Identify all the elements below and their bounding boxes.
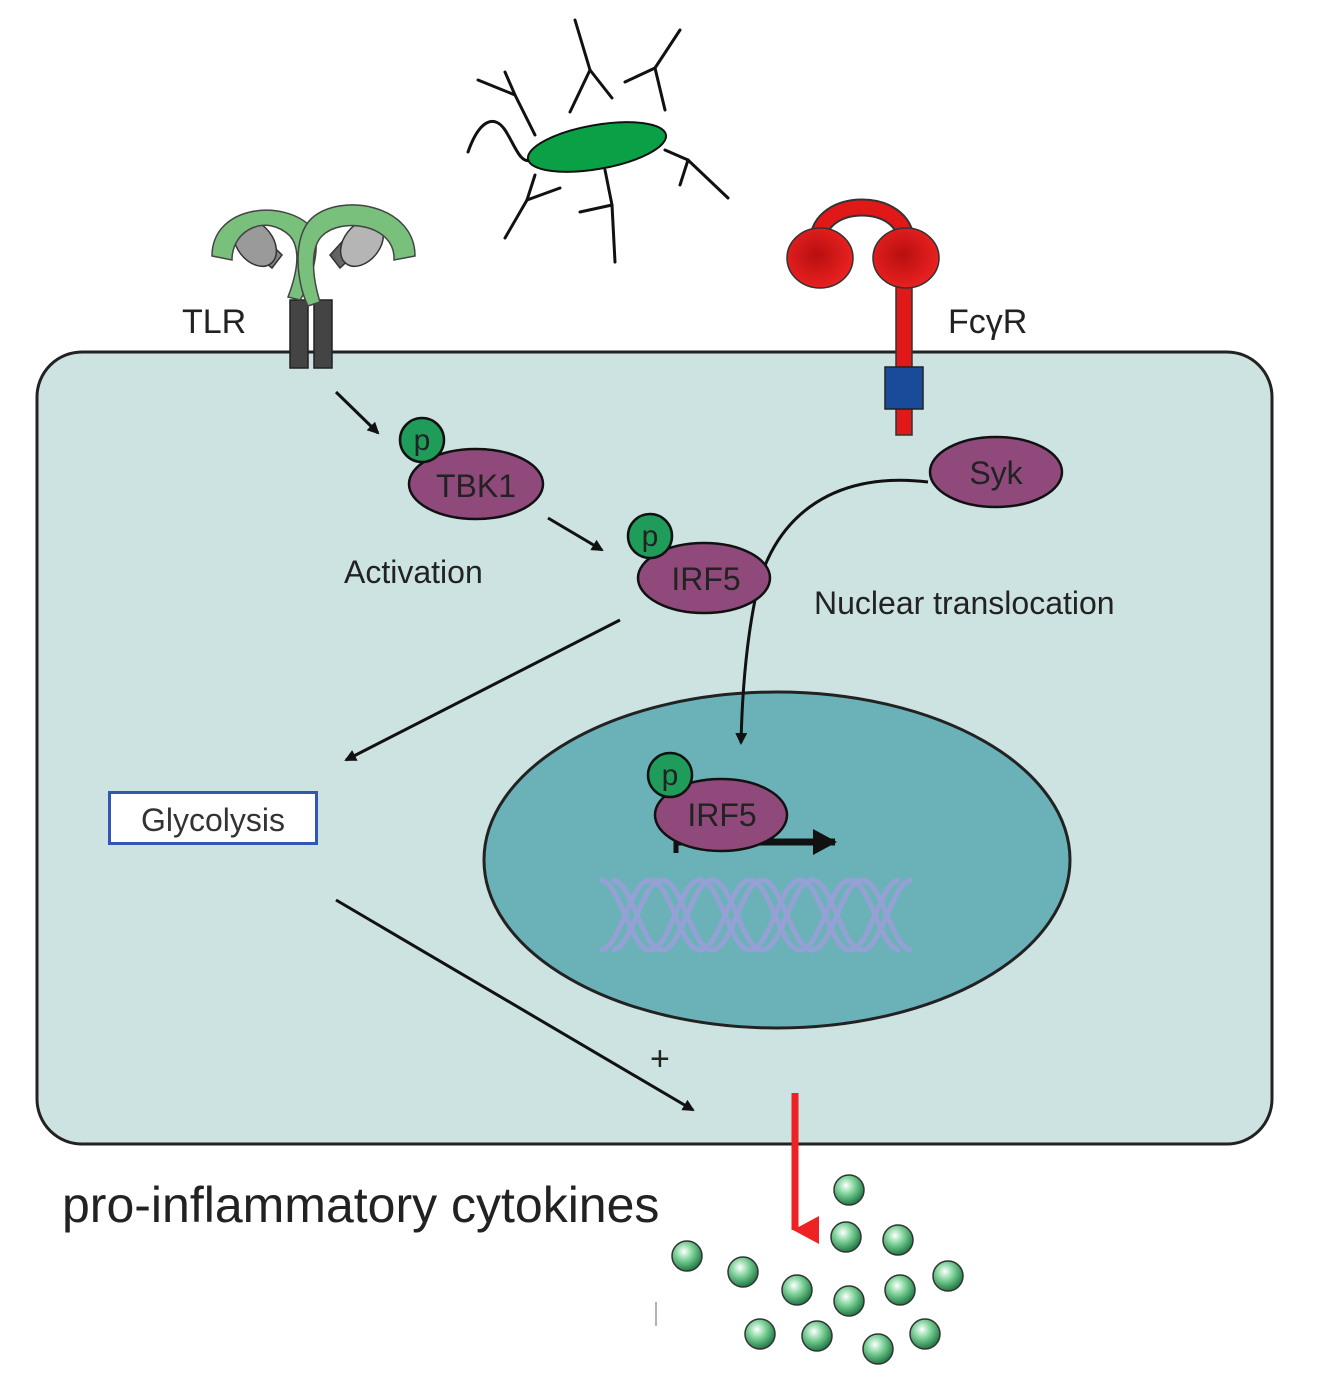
dna-helix-icon xyxy=(599,877,913,953)
tlr-label: TLR xyxy=(182,303,246,341)
tbk1-protein xyxy=(407,447,545,521)
activation-label: Activation xyxy=(344,554,483,590)
cytokine-particle-icon xyxy=(884,1274,916,1306)
cytokines-label: pro-inflammatory cytokines xyxy=(62,1177,659,1233)
cytokine-particle-icon xyxy=(830,1221,862,1253)
cytokine-particle-icon xyxy=(909,1318,941,1350)
cytokine-particle-icon xyxy=(882,1224,914,1256)
p-label-tbk1: p xyxy=(414,424,431,457)
phospho-group-tbk1 xyxy=(398,416,446,464)
cytokine-particle-icon xyxy=(833,1174,865,1206)
nuclear-translocation-label: Nuclear translocation xyxy=(814,585,1115,621)
fcgr-label: FcγR xyxy=(948,303,1027,341)
cytokine-particle-icon xyxy=(801,1320,833,1352)
nucleus xyxy=(482,690,1072,1030)
cytokine-particle-icon xyxy=(727,1256,759,1288)
irf5-nuclear-protein xyxy=(653,777,789,853)
plus-label: + xyxy=(650,1040,670,1078)
phospho-group-irf5-cyto xyxy=(626,512,674,560)
irf5-nuc-label: IRF5 xyxy=(687,797,756,833)
arrow-tlr-to-tbk1 xyxy=(334,390,380,435)
pathogen-body xyxy=(526,121,668,173)
tbk1-label: TBK1 xyxy=(436,468,516,504)
cytokine-particle-icon xyxy=(744,1318,776,1350)
arrow-glycolysis-to-cytokines xyxy=(335,898,695,1112)
cytokine-particle-icon xyxy=(932,1260,964,1292)
syk-label: Syk xyxy=(969,455,1023,491)
glycolysis-label: Glycolysis xyxy=(140,802,285,838)
pathogen-icon xyxy=(466,18,730,264)
cytokine-particle-icon xyxy=(781,1274,813,1306)
glycolysis-box: Glycolysis xyxy=(108,791,318,845)
arrow-tbk1-to-irf5 xyxy=(547,516,604,552)
cytokine-particles xyxy=(671,1174,964,1365)
tlr-receptor-icon xyxy=(211,204,416,369)
p-label-irf5-nuc: p xyxy=(662,759,679,792)
cytokine-particle-icon xyxy=(862,1333,894,1365)
cytokine-particle-icon xyxy=(671,1240,703,1272)
phospho-group-irf5-nuc xyxy=(646,751,694,799)
irf5-cyto-label: IRF5 xyxy=(671,561,740,597)
irf5-cytoplasmic-protein xyxy=(636,541,772,615)
fcgr-receptor-icon xyxy=(786,198,940,436)
arrow-irf5-to-glycolysis xyxy=(344,618,621,762)
syk-protein xyxy=(928,435,1064,509)
cytokine-particle-icon xyxy=(833,1285,865,1317)
p-label-irf5-cyto: p xyxy=(642,520,659,553)
